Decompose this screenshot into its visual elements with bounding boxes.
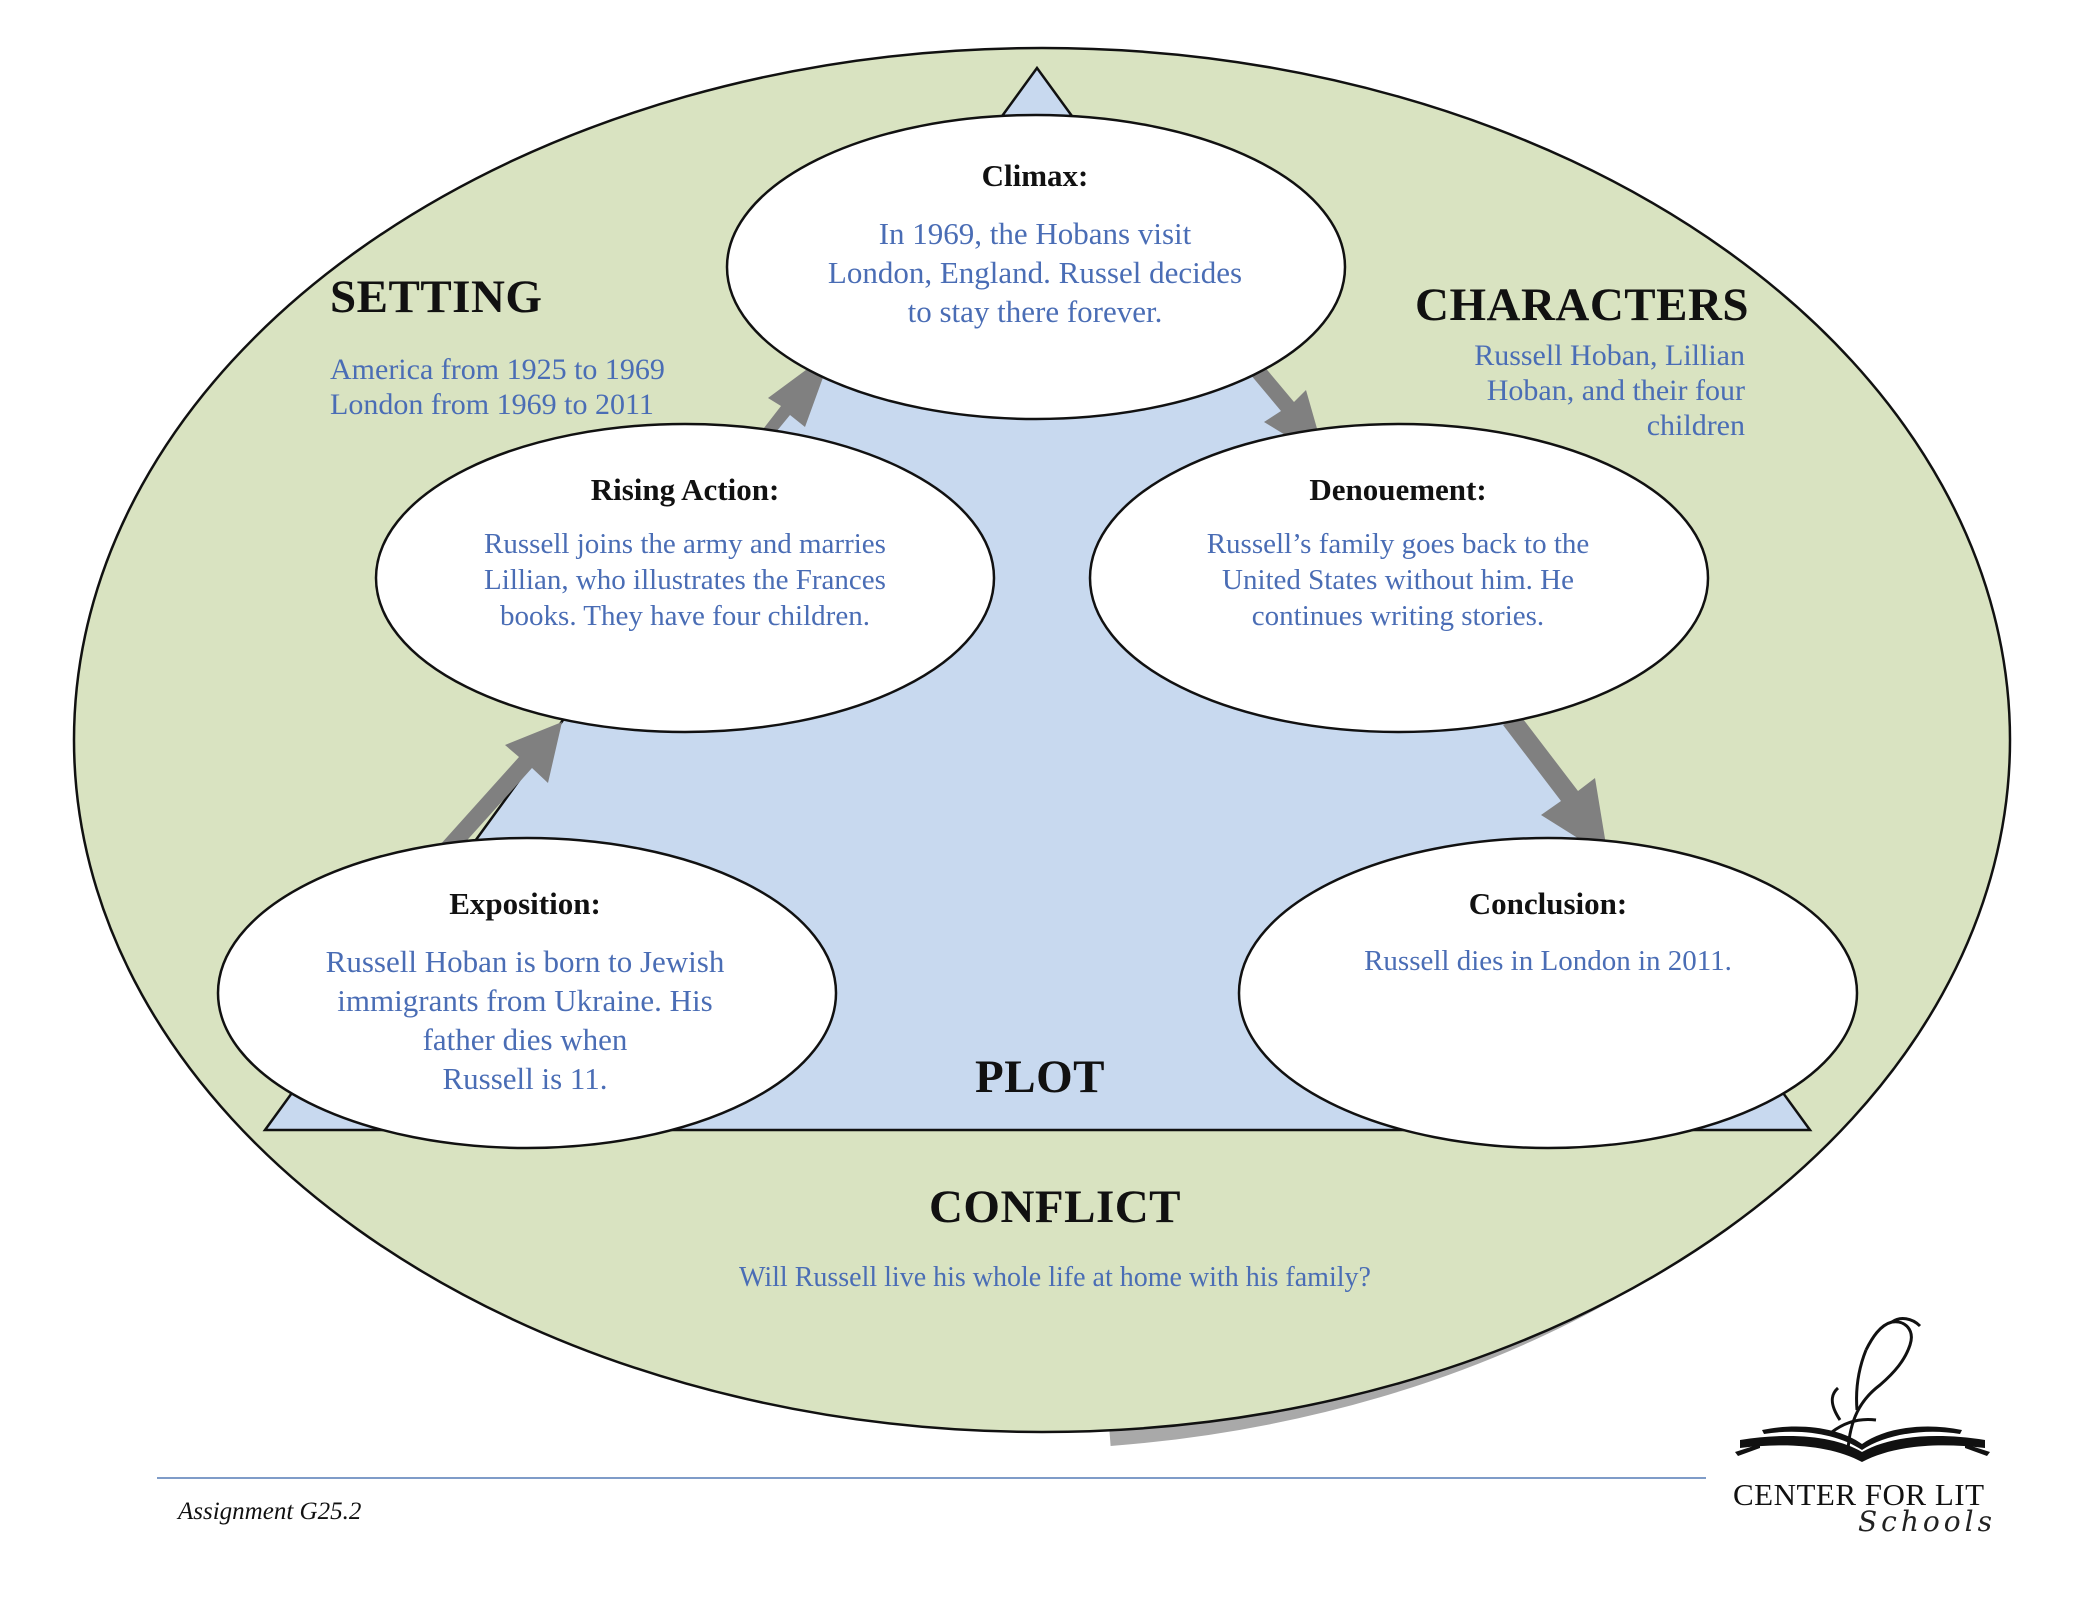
conclusion-ellipse	[1237, 836, 1859, 1150]
exposition-title: Exposition:	[449, 886, 601, 921]
climax-line: In 1969, the Hobans visit	[878, 216, 1192, 251]
characters-line: Russell Hoban, Lillian	[1474, 339, 1745, 372]
arrow-rising-to-climax	[750, 350, 833, 454]
exposition-line: Russell Hoban is born to Jewish	[325, 944, 725, 979]
rising-action-title: Rising Action:	[590, 472, 780, 507]
setting-line: America from 1925 to 1969	[330, 353, 665, 386]
rising-action-text: Russell joins the army and marries Lilli…	[385, 526, 985, 634]
denouement-line: continues writing stories.	[1251, 600, 1545, 632]
denouement-ellipse	[1088, 422, 1710, 734]
setting-line: London from 1969 to 2011	[330, 388, 654, 421]
conclusion-text: Russell dies in London in 2011.	[1248, 942, 1848, 980]
exposition-node: Exposition: Russell Hoban is born to Jew…	[225, 886, 825, 1098]
exposition-text: Russell Hoban is born to Jewish immigran…	[225, 942, 825, 1098]
denouement-title: Denouement:	[1309, 472, 1487, 507]
logo-wordmark: CENTER FOR LIT	[1733, 1477, 1985, 1512]
conclusion-line: Russell dies in London in 2011.	[1364, 945, 1732, 977]
climax-title: Climax:	[981, 158, 1089, 193]
setting-heading: SETTING	[330, 271, 543, 323]
exposition-ellipse	[216, 836, 838, 1150]
exposition-line: immigrants from Ukraine. His	[337, 983, 713, 1018]
conflict-heading: CONFLICT	[928, 1181, 1182, 1233]
characters-details: Russell Hoban, Lillian Hoban, and their …	[1385, 338, 1745, 443]
denouement-text: Russell’s family goes back to the United…	[1098, 526, 1698, 634]
denouement-node: Denouement: Russell’s family goes back t…	[1098, 472, 1698, 634]
climax-node: Climax: In 1969, the Hobans visit London…	[735, 158, 1335, 331]
exposition-line: father dies when	[422, 1022, 628, 1057]
denouement-line: Russell’s family goes back to the	[1206, 528, 1590, 560]
conclusion-title: Conclusion:	[1468, 886, 1628, 921]
rising-action-node: Rising Action: Russell joins the army an…	[385, 472, 985, 634]
climax-line: London, England. Russel decides	[827, 255, 1243, 290]
characters-line: children	[1646, 409, 1745, 442]
climax-line: to stay there forever.	[907, 294, 1163, 329]
rising-action-line: Russell joins the army and marries	[484, 528, 886, 560]
plot-heading: PLOT	[975, 1051, 1105, 1103]
assignment-label: Assignment G25.2	[178, 1498, 362, 1525]
rising-action-ellipse	[374, 422, 996, 734]
rising-action-line: books. They have four children.	[500, 600, 870, 632]
open-book-icon	[1735, 1426, 1990, 1462]
logo-subtitle: Schools	[1858, 1505, 1996, 1538]
climax-ellipse	[725, 113, 1347, 421]
conflict-question: Will Russell live his whole life at home…	[739, 1262, 1371, 1293]
climax-text: In 1969, the Hobans visit London, Englan…	[735, 214, 1335, 331]
exposition-line: Russell is 11.	[442, 1061, 608, 1096]
arrow-denouement-to-conclusion	[1503, 715, 1608, 857]
rising-action-line: Lillian, who illustrates the Frances	[484, 564, 886, 596]
conclusion-node: Conclusion: Russell dies in London in 20…	[1248, 886, 1848, 980]
arrow-exposition-to-rising	[439, 722, 562, 857]
characters-line: Hoban, and their four	[1486, 374, 1745, 407]
characters-heading: CHARACTERS	[1415, 279, 1750, 331]
denouement-line: United States without him. He	[1222, 564, 1574, 596]
setting-details: America from 1925 to 1969 London from 19…	[330, 352, 750, 422]
center-for-lit-logo-graphic	[1830, 1317, 1922, 1451]
